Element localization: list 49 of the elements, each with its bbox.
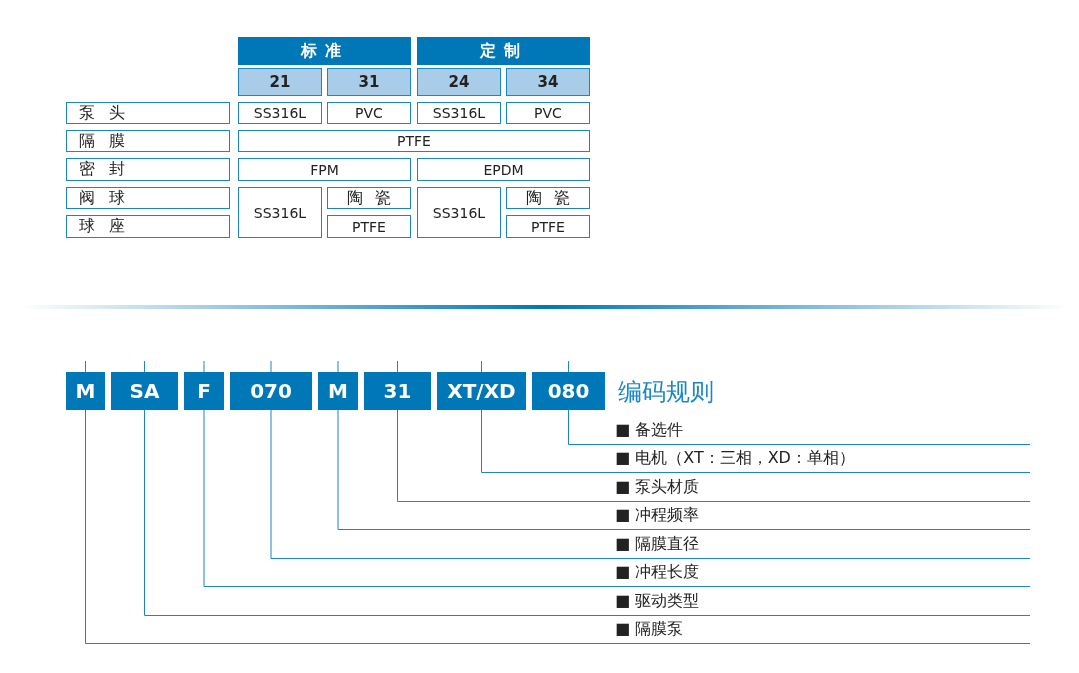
row-header-cell: 密封: [66, 158, 230, 181]
leader-line: [85, 409, 616, 644]
leader-line: [203, 409, 616, 587]
table-header-cell: 标准: [238, 37, 411, 65]
row-header-cell: 阀球: [66, 187, 230, 209]
table-cell: PVC: [506, 102, 590, 124]
code-box: 080: [532, 372, 605, 410]
leader-line: [397, 409, 616, 502]
description-label: ■ 驱动类型: [615, 590, 1030, 616]
description-label: ■ 备选件: [615, 419, 1030, 445]
table-cell: SS316L: [417, 187, 501, 238]
table-cell: SS316L: [238, 102, 322, 124]
code-box: M: [318, 372, 358, 410]
row-header-cell: 隔膜: [66, 130, 230, 152]
description-label: ■ 冲程频率: [615, 504, 1030, 530]
code-box: M: [66, 372, 105, 410]
table-cell: 陶瓷: [327, 187, 411, 209]
row-header-cell: 球座: [66, 215, 230, 238]
description-label: ■ 电机（XT：三相，XD：单相）: [615, 447, 1030, 473]
code-box: SA: [111, 372, 178, 410]
leader-line: [568, 409, 616, 445]
table-cell: SS316L: [238, 187, 322, 238]
description-label: ■ 冲程长度: [615, 561, 1030, 587]
table-header-cell: 31: [327, 68, 411, 96]
table-cell: FPM: [238, 158, 411, 181]
description-label: ■ 泵头材质: [615, 476, 1030, 502]
table-cell: PVC: [327, 102, 411, 124]
table-cell: PTFE: [327, 215, 411, 238]
code-box: 31: [364, 372, 431, 410]
table-cell: 陶瓷: [506, 187, 590, 209]
table-header-cell: 34: [506, 68, 590, 96]
table-cell: EPDM: [417, 158, 590, 181]
table-cell: SS316L: [417, 102, 501, 124]
table-header-cell: 24: [417, 68, 501, 96]
table-header-cell: 定制: [417, 37, 590, 65]
leader-line: [144, 409, 616, 616]
code-box: XT/XD: [437, 372, 526, 410]
row-header-cell: 泵头: [66, 102, 230, 124]
leader-line: [481, 409, 616, 473]
table-cell: PTFE: [506, 215, 590, 238]
description-label: ■ 隔膜直径: [615, 533, 1030, 559]
code-box: F: [184, 372, 224, 410]
table-header-cell: 21: [238, 68, 322, 96]
leader-line: [337, 409, 616, 530]
description-label: ■ 隔膜泵: [615, 618, 1030, 644]
code-box: 070: [230, 372, 312, 410]
table-cell: PTFE: [238, 130, 590, 152]
leader-line: [270, 409, 616, 559]
heading: 编码规则: [618, 377, 715, 408]
